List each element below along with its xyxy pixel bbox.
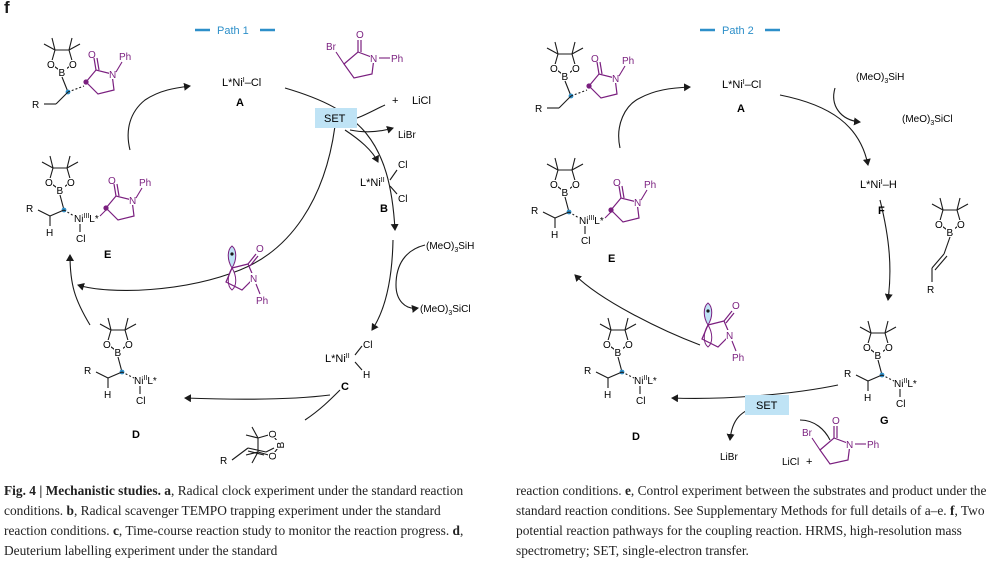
path2-title: Path 2 [722, 25, 754, 37]
svg-text:H: H [363, 370, 370, 381]
path1-label-c: C [341, 381, 349, 393]
caption-text-f: Two potential reaction pathways for the … [516, 503, 985, 558]
figure-caption-left: Fig. 4 | Mechanistic studies. a, Radical… [4, 483, 464, 558]
path1-libr: LiBr [398, 130, 416, 141]
path1-label-d: D [132, 429, 140, 441]
path1-label-e: E [104, 249, 111, 261]
caption-text-e: Control experiment between the substrate… [516, 483, 987, 518]
svg-text:Cl: Cl [398, 160, 407, 171]
path2-label-f: F [878, 205, 885, 217]
path1-ni-a: L*NiI–Cl [222, 77, 261, 89]
path1-title: Path 1 [217, 25, 249, 37]
figure-label: Fig. 4 | Mechanistic studies. [4, 483, 161, 498]
caption-tag-d: d [452, 523, 460, 538]
caption-tag-c: c [112, 523, 119, 538]
path2-ni-f: L*NiI–H [860, 179, 897, 191]
path1-ni-c: L*NiII [325, 353, 350, 365]
path2-silane: (MeO)3SiH [856, 72, 904, 85]
path2-licl: LiCl [782, 457, 799, 468]
path1-scheme: Path 1 SET L*NiI–Cl A + LiCl LiBr L*NiII… [26, 25, 474, 467]
path2-label-d: D [632, 431, 640, 443]
path2-label-g: G [880, 415, 889, 427]
panel-letter: f [4, 0, 10, 17]
svg-text:Cl: Cl [398, 194, 407, 205]
path1-silane: (MeO)3SiH [426, 241, 474, 254]
path1-label-b: B [380, 203, 388, 215]
svg-text:R: R [220, 456, 227, 467]
path2-libr: LiBr [720, 452, 738, 463]
path2-plus: + [806, 456, 812, 468]
path1-label-a: A [236, 97, 244, 109]
path2-label-e: E [608, 253, 615, 265]
path1-set-label: SET [324, 113, 346, 125]
path2-set-box [745, 395, 789, 415]
path1-ni-b: L*NiII [360, 177, 385, 189]
path1-silylcl: (MeO)3SiCl [420, 304, 471, 317]
path2-scheme: Path 2 SET L*NiI–Cl A (MeO)3SiH (MeO)3Si… [531, 25, 969, 468]
svg-text:R: R [927, 285, 934, 296]
mechanism-figure: O O B O N Ph O N [0, 25, 969, 468]
path1-set-box [315, 108, 357, 128]
caption-tag-e: e [624, 483, 631, 498]
path2-ni-a: L*NiI–Cl [722, 79, 761, 91]
caption-tag-b: b [66, 503, 74, 518]
figure-caption-right: reaction conditions. e, Control experime… [516, 483, 987, 558]
caption-tag-f: f [949, 503, 955, 518]
caption-text-a: Radical clock experiment under the stand… [4, 483, 464, 518]
caption-text-d: Deuterium labelling experiment under the… [4, 543, 278, 558]
caption-text-d-cont: reaction conditions. [516, 483, 622, 498]
svg-text:Cl: Cl [363, 340, 372, 351]
path1-plus: + [392, 95, 398, 107]
caption-text-c: Time-course reaction study to monitor th… [125, 523, 450, 538]
path2-label-a: A [737, 103, 745, 115]
caption-tag-a: a [164, 483, 171, 498]
path1-licl: LiCl [412, 95, 431, 107]
path2-set-label: SET [756, 400, 778, 412]
caption-text-b: Radical scavenger TEMPO trapping experim… [4, 503, 441, 538]
path2-silylcl: (MeO)3SiCl [902, 114, 953, 127]
